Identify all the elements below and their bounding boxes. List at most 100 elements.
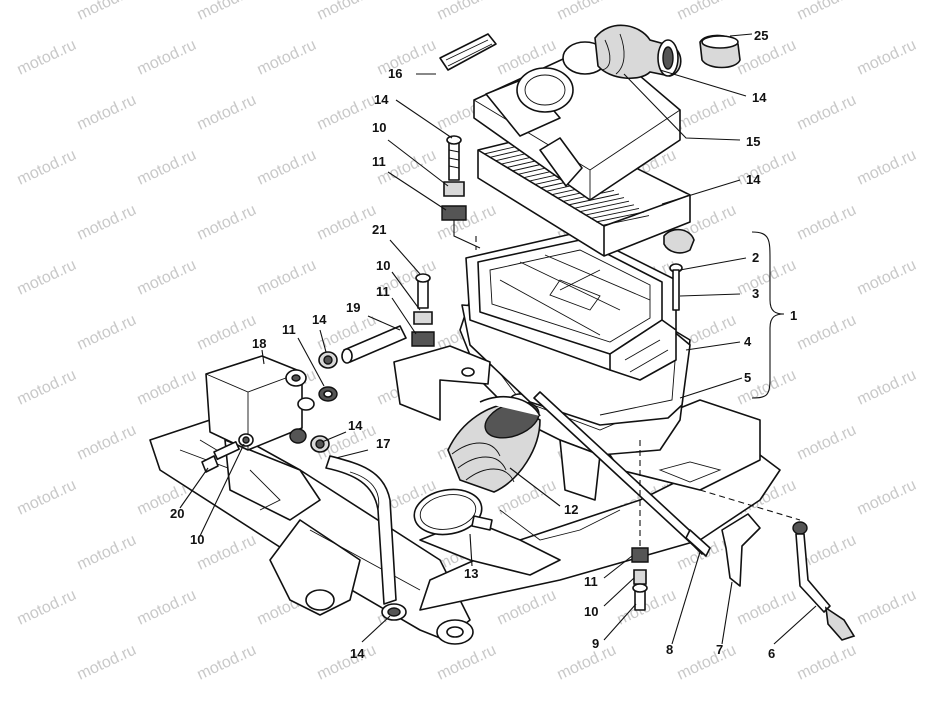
mounting-bracket — [393, 345, 491, 421]
watermark-text: motod.ru — [855, 147, 919, 189]
airbox-cover — [473, 41, 681, 201]
label-sticker — [439, 33, 497, 71]
watermark-text: motod.ru — [735, 257, 799, 299]
callout-11-mid: 11 — [376, 284, 390, 299]
watermark-text: motod.ru — [675, 642, 739, 684]
drain-hose-6 — [792, 521, 856, 641]
watermark-text: motod.ru — [855, 257, 919, 299]
callout-5: 5 — [744, 370, 751, 385]
watermark-text: motod.ru — [435, 0, 499, 24]
callout-14-mid: 14 — [348, 418, 363, 433]
watermark-text: motod.ru — [795, 312, 859, 354]
drain-stack-9-10-11 — [631, 440, 649, 611]
intake-duct-12 — [447, 395, 541, 493]
leader-lines — [179, 33, 817, 645]
hose-clip-14-bottom — [381, 603, 407, 621]
callout-23: 15 — [746, 134, 760, 149]
watermark-text: motod.ru — [675, 0, 739, 24]
watermark-text: motod.ru — [75, 532, 139, 574]
callout-12: 12 — [564, 502, 578, 517]
callout-labels: 25 14 15 14 16 14 10 11 21 10 11 19 14 1… — [170, 28, 797, 661]
screw-2 — [669, 263, 683, 311]
watermark-text: motod.ru — [735, 587, 799, 629]
watermark-text: motod.ru — [375, 37, 439, 79]
watermark-text: motod.ru — [315, 202, 379, 244]
watermark-text: motod.ru — [15, 587, 79, 629]
bracket-7 — [721, 513, 761, 587]
grommet-14-mid — [310, 435, 330, 453]
watermark-text: motod.ru — [255, 147, 319, 189]
watermark-text: motod.ru — [555, 0, 619, 24]
watermark-text: motod.ru — [795, 92, 859, 134]
watermark-text: motod.ru — [855, 587, 919, 629]
callout-24: 16 — [388, 66, 402, 81]
watermark-text: motod.ru — [15, 37, 79, 79]
watermark-text: motod.ru — [735, 147, 799, 189]
grommet-14-top — [318, 351, 338, 369]
watermark-text: motod.ru — [795, 0, 859, 24]
callout-3: 3 — [752, 286, 759, 301]
watermark-text: motod.ru — [555, 642, 619, 684]
drain-rod-8 — [533, 391, 711, 557]
callout-14-top: 14 — [312, 312, 327, 327]
callout-10-bottom: 10 — [584, 604, 598, 619]
watermark-text: motod.ru — [135, 257, 199, 299]
airbox-upper-frame — [465, 231, 677, 381]
breather-box-18 — [205, 355, 315, 451]
callout-13: 13 — [464, 566, 478, 581]
callout-10-top: 10 — [372, 120, 386, 135]
watermark-text: motod.ru — [855, 477, 919, 519]
callout-2: 2 — [752, 250, 759, 265]
callout-16: 14 — [746, 172, 761, 187]
watermark-text: motod.ru — [675, 92, 739, 134]
watermark-text: motod.ru — [135, 587, 199, 629]
callout-8: 8 — [666, 642, 673, 657]
callout-17: 20 — [170, 506, 184, 521]
watermark-text: motod.ru — [75, 0, 139, 24]
cap-25 — [699, 34, 741, 69]
callout-11-top: 11 — [372, 154, 386, 169]
group-bracket-1 — [751, 231, 785, 399]
bolt-17 — [201, 441, 240, 473]
watermark-text: motod.ru — [135, 147, 199, 189]
watermark-text: motod.ru — [195, 92, 259, 134]
watermark-text: motod.ru — [255, 37, 319, 79]
hose-clamp-13 — [413, 488, 493, 536]
callout-25: 25 — [754, 28, 768, 43]
callout-15: 17 — [376, 436, 390, 451]
drain-hose-dashline — [699, 489, 801, 521]
callout-14-bottom: 14 — [350, 646, 365, 661]
callout-1: 1 — [790, 308, 797, 323]
grommet-10-left — [238, 428, 307, 447]
watermark-text: motod.ru — [195, 202, 259, 244]
watermark-text: motod.ru — [75, 202, 139, 244]
callout-21: 14 — [374, 92, 389, 107]
watermark-text: motod.ru — [435, 642, 499, 684]
watermark-text: motod.ru — [15, 477, 79, 519]
small-grommet — [663, 228, 695, 254]
grommet-11-left — [318, 386, 338, 402]
callout-7: 7 — [716, 642, 723, 657]
callout-18: 18 — [252, 336, 266, 351]
watermark-text: motod.ru — [135, 37, 199, 79]
watermark-text: motod.ru — [315, 642, 379, 684]
watermark-text: motod.ru — [195, 642, 259, 684]
watermark-text: motod.ru — [75, 422, 139, 464]
watermark-text: motod.ru — [615, 587, 679, 629]
watermark-text: motod.ru — [135, 367, 199, 409]
callout-10-mid: 10 — [376, 258, 390, 273]
callout-4: 4 — [744, 334, 752, 349]
watermark-text: motod.ru — [795, 202, 859, 244]
callout-9: 9 — [592, 636, 599, 651]
watermark-text: motod.ru — [855, 367, 919, 409]
watermark-text: motod.ru — [15, 367, 79, 409]
breather-hose-15 — [325, 455, 397, 605]
callout-20: 21 — [372, 222, 386, 237]
callout-19: 19 — [346, 300, 360, 315]
watermark-text: motod.ru — [255, 257, 319, 299]
watermark-text: motod.ru — [75, 312, 139, 354]
callout-11-left: 11 — [282, 322, 296, 337]
tube-19 — [341, 325, 407, 364]
watermark-text: motod.ru — [315, 0, 379, 24]
